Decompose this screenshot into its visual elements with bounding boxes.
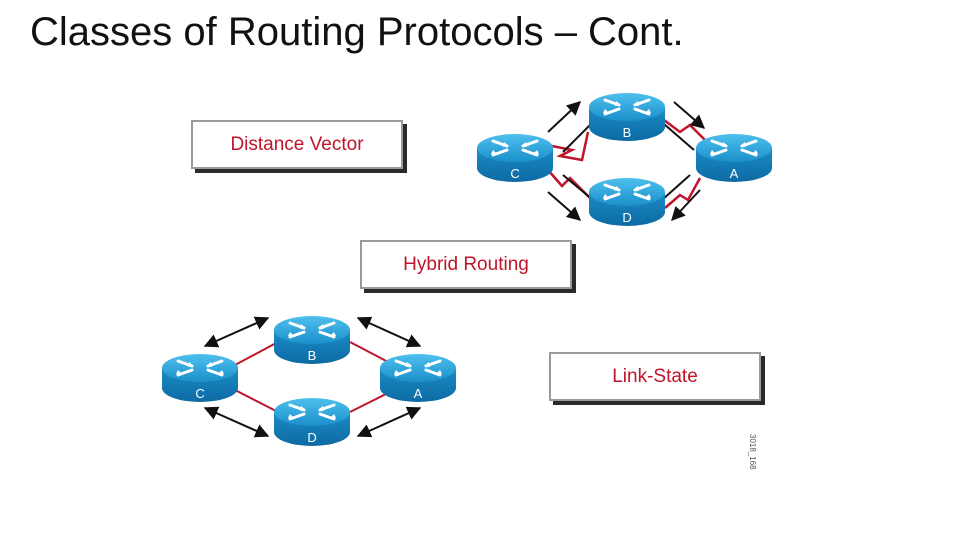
router-b-top: B bbox=[587, 91, 667, 143]
router-a-bottom: A bbox=[378, 352, 458, 404]
bottom-arrows bbox=[203, 316, 422, 438]
router-label: A bbox=[414, 386, 423, 401]
top-network: B C A D bbox=[475, 91, 774, 228]
router-c-bottom: C bbox=[160, 352, 240, 404]
top-arrows bbox=[547, 101, 706, 222]
bottom-network: B C A D bbox=[160, 314, 458, 448]
router-d-bottom: D bbox=[272, 396, 352, 448]
slide-title: Classes of Routing Protocols – Cont. bbox=[30, 10, 684, 54]
router-label: A bbox=[730, 166, 739, 181]
router-d-top: D bbox=[587, 176, 667, 228]
router-label: B bbox=[623, 125, 632, 140]
router-label: B bbox=[308, 348, 317, 363]
router-label: C bbox=[510, 166, 519, 181]
router-b-bottom: B bbox=[272, 314, 352, 366]
bottom-links bbox=[234, 341, 391, 413]
router-label: D bbox=[307, 430, 316, 445]
distance-vector-label: Distance Vector bbox=[191, 120, 403, 169]
router-label: C bbox=[195, 386, 204, 401]
router-label: D bbox=[622, 210, 631, 225]
router-a-top: A bbox=[694, 132, 774, 184]
figure-id: 3018_168 bbox=[748, 434, 757, 470]
link-state-label: Link-State bbox=[549, 352, 761, 401]
hybrid-routing-label: Hybrid Routing bbox=[360, 240, 572, 289]
router-c-top: C bbox=[475, 132, 555, 184]
